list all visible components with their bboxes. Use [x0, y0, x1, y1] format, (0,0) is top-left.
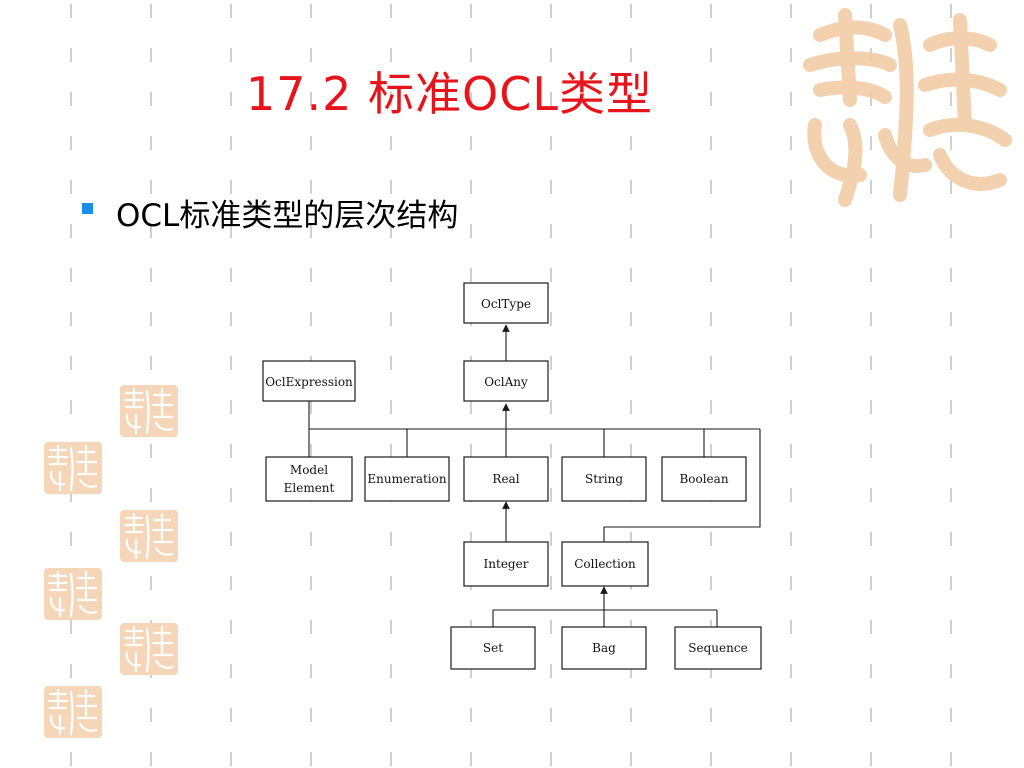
node-collection: Collection — [561, 541, 649, 587]
svg-text:Real: Real — [492, 472, 519, 486]
node-integer: Integer — [463, 541, 549, 587]
svg-text:Element: Element — [284, 481, 335, 495]
node-boolean: Boolean — [661, 456, 747, 502]
slide-title: 17.2 标准OCL类型 — [246, 67, 653, 121]
seal-stamp-small-6 — [44, 686, 102, 738]
seal-stamp-small-4 — [44, 568, 102, 620]
svg-text:OclType: OclType — [481, 297, 531, 311]
svg-text:Collection: Collection — [574, 557, 636, 571]
node-real: Real — [463, 456, 549, 502]
svg-text:OclAny: OclAny — [484, 375, 528, 389]
seal-stamp-small-2 — [44, 442, 102, 494]
node-enumeration: Enumeration — [364, 456, 450, 502]
svg-text:String: String — [585, 472, 623, 486]
bullet-text: OCL标准类型的层次结构 — [116, 198, 459, 234]
node-set: Set — [450, 626, 536, 670]
svg-text:OclExpression: OclExpression — [265, 375, 353, 389]
bullet-square-icon — [82, 203, 93, 214]
seal-stamp-small-5 — [120, 623, 178, 675]
node-oclany: OclAny — [463, 360, 549, 402]
node-model-element: Model Element — [265, 456, 353, 502]
node-ocltype: OclType — [463, 282, 549, 324]
seal-stamp-small-1 — [120, 385, 178, 437]
seal-stamp-large — [803, 8, 1012, 207]
svg-text:Boolean: Boolean — [679, 472, 728, 486]
seal-stamp-small-3 — [120, 510, 178, 562]
svg-text:Set: Set — [483, 641, 503, 655]
node-oclexpression: OclExpression — [262, 360, 356, 402]
svg-text:Enumeration: Enumeration — [367, 472, 446, 486]
node-string: String — [561, 456, 647, 502]
svg-text:Integer: Integer — [484, 557, 529, 571]
node-bag: Bag — [561, 626, 647, 670]
svg-text:Bag: Bag — [592, 641, 616, 655]
svg-text:Model: Model — [290, 463, 328, 477]
node-sequence: Sequence — [674, 626, 762, 670]
edge-bus-collection — [603, 429, 761, 542]
svg-text:Sequence: Sequence — [688, 641, 747, 655]
diagram-edges — [308, 324, 761, 627]
